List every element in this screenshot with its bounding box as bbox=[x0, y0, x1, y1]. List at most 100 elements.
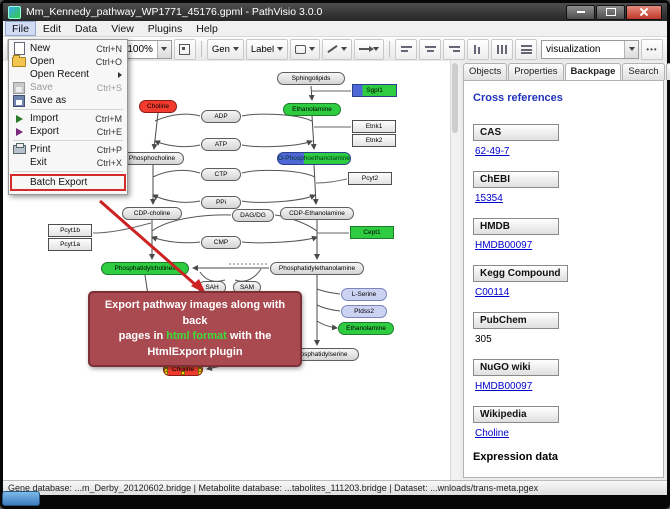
menu-plugins[interactable]: Plugins bbox=[147, 23, 183, 35]
pathway-node-ptdss2[interactable]: Ptdss2 bbox=[341, 305, 387, 318]
file-menu-exit[interactable]: Exit Ctrl+X bbox=[10, 156, 126, 169]
pathway-node-phosphatidylcholines[interactable]: Phosphatidylcholines bbox=[101, 262, 189, 275]
printer-icon bbox=[12, 143, 26, 154]
pathway-node-etnk2[interactable]: Etnk2 bbox=[352, 134, 396, 147]
file-menu-open[interactable]: Open Ctrl+O bbox=[10, 54, 126, 68]
tab-search[interactable]: Search bbox=[622, 63, 665, 80]
xref-link[interactable]: 62-49-7 bbox=[475, 146, 510, 157]
file-menu-import[interactable]: Import Ctrl+M bbox=[10, 112, 126, 125]
pathway-node-cdp-ethanolamine[interactable]: CDP-Ethanolamine bbox=[280, 207, 354, 220]
zoom-dropdown-button[interactable] bbox=[156, 40, 171, 58]
align-left-button[interactable] bbox=[395, 38, 418, 60]
pathway-node-sphingolipids[interactable]: Sphingolipids bbox=[277, 72, 345, 85]
xref-source-header[interactable]: HMDB bbox=[473, 218, 559, 235]
xref-source-header[interactable]: Kegg Compound bbox=[473, 265, 568, 282]
pathway-node-ctp[interactable]: CTP bbox=[201, 168, 241, 181]
pathway-node-pcyt1b[interactable]: Pcyt1b bbox=[48, 224, 92, 237]
pathway-node-phosphatidylethanolamine[interactable]: Phosphatidylethanolamine bbox=[270, 262, 364, 275]
xref-link[interactable]: 15354 bbox=[475, 193, 503, 204]
annotation-line3: HtmlExport plugin bbox=[147, 345, 243, 358]
xref-source-header[interactable]: CAS bbox=[473, 124, 559, 141]
visualization-options-button[interactable]: ••• bbox=[641, 38, 663, 60]
pathway-node-pcyt1a[interactable]: Pcyt1a bbox=[48, 238, 92, 251]
pathway-node-cmp[interactable]: CMP bbox=[201, 236, 241, 249]
new-datanode-dropdown[interactable]: Gen bbox=[206, 38, 244, 60]
pathway-node-ethanolamine[interactable]: Ethanolamine bbox=[338, 322, 394, 335]
save-disk-icon bbox=[13, 81, 25, 94]
align-center-button[interactable] bbox=[419, 38, 442, 60]
menu-help[interactable]: Help bbox=[196, 23, 218, 35]
pathway-node-ppi[interactable]: PPi bbox=[201, 196, 241, 209]
pathway-node-ethanolamine[interactable]: Ethanolamine bbox=[283, 103, 341, 116]
pathway-node-cdp-choline[interactable]: CDP-choline bbox=[122, 207, 182, 220]
menu-edit[interactable]: Edit bbox=[42, 23, 62, 35]
status-text: Gene database: ...m_Derby_20120602.bridg… bbox=[8, 483, 539, 493]
pathway-node-phosphocholine[interactable]: Phosphocholine bbox=[120, 152, 184, 165]
align-right-button[interactable] bbox=[443, 38, 466, 60]
menu-view[interactable]: View bbox=[111, 23, 134, 35]
tab-objects[interactable]: Objects bbox=[463, 63, 508, 80]
pathway-node-cept1[interactable]: Cept1 bbox=[350, 226, 394, 239]
align-top-button[interactable] bbox=[467, 38, 490, 60]
new-shape-dropdown[interactable] bbox=[290, 38, 321, 60]
file-menu-new[interactable]: New Ctrl+N bbox=[10, 42, 126, 55]
tab-backpage[interactable]: Backpage bbox=[564, 63, 622, 80]
title-bar[interactable]: Mm_Kennedy_pathway_WP1771_45176.gpml - P… bbox=[3, 3, 667, 21]
maximize-button[interactable] bbox=[596, 4, 625, 20]
chevron-down-icon bbox=[341, 47, 348, 51]
close-button[interactable] bbox=[626, 4, 662, 20]
selection-handle[interactable] bbox=[164, 371, 168, 375]
pathway-node-l-serine[interactable]: L-Serine bbox=[341, 288, 387, 301]
xref-source-header[interactable]: Wikipedia bbox=[473, 406, 559, 423]
menu-separator bbox=[13, 109, 123, 110]
selection-handle[interactable] bbox=[181, 371, 185, 375]
chevron-down-icon bbox=[373, 47, 380, 51]
visualization-combobox[interactable]: visualization bbox=[541, 39, 639, 59]
distribute-vertical-button[interactable] bbox=[515, 38, 538, 60]
pathway-node-atp[interactable]: ATP bbox=[201, 138, 241, 151]
pathway-node-choline[interactable]: Choline bbox=[139, 100, 177, 113]
menu-data[interactable]: Data bbox=[75, 23, 98, 35]
file-menu-batch-export[interactable]: Batch Export bbox=[10, 174, 126, 191]
file-menu-export[interactable]: Export Ctrl+E bbox=[10, 125, 126, 138]
pathway-node-pcyt2[interactable]: Pcyt2 bbox=[348, 172, 392, 185]
selection-handle[interactable] bbox=[164, 367, 168, 372]
xref-source-header[interactable]: NuGO wiki bbox=[473, 359, 559, 376]
file-menu-save[interactable]: Save Ctrl+S bbox=[10, 81, 126, 94]
selection-handle[interactable] bbox=[198, 371, 202, 375]
xref-link[interactable]: C00114 bbox=[475, 287, 510, 298]
new-label-dropdown[interactable]: Label bbox=[245, 38, 289, 60]
xref-source-header[interactable]: ChEBI bbox=[473, 171, 559, 188]
menu-item-label: Export bbox=[30, 126, 59, 137]
file-menu-open-recent[interactable]: Open Recent bbox=[10, 68, 126, 81]
minimize-button[interactable] bbox=[566, 4, 595, 20]
canvas-vertical-scrollbar[interactable] bbox=[450, 61, 460, 481]
zoom-to-fit-button[interactable] bbox=[173, 38, 196, 60]
xref-link[interactable]: HMDB00097 bbox=[475, 381, 533, 392]
pathway-node-o-phosphoethanolamine[interactable]: O-Phosphoethanolamine bbox=[277, 152, 351, 165]
distribute-horizontal-button[interactable] bbox=[491, 38, 514, 60]
file-menu-print[interactable]: Print Ctrl+P bbox=[10, 143, 126, 156]
pathway-node-sgpl1[interactable]: Sgpl1 bbox=[352, 84, 397, 97]
file-menu-save-as[interactable]: Save as bbox=[10, 94, 126, 107]
visualization-value: visualization bbox=[546, 43, 601, 55]
tab-legend[interactable]: Legend bbox=[665, 63, 670, 80]
xref-source-header[interactable]: PubChem bbox=[473, 312, 559, 329]
pathway-node-dag-dg[interactable]: DAG/DG bbox=[232, 209, 274, 222]
menu-file[interactable]: File bbox=[5, 21, 36, 36]
status-bar: Gene database: ...m_Derby_20120602.bridg… bbox=[3, 480, 667, 495]
zoom-combobox[interactable]: 100% bbox=[122, 39, 172, 59]
export-icon bbox=[15, 127, 23, 136]
new-line-dropdown[interactable] bbox=[322, 38, 353, 60]
new-arrow-dropdown[interactable] bbox=[354, 38, 385, 60]
chevron-down-icon bbox=[277, 47, 284, 51]
menu-item-label: Open bbox=[30, 56, 55, 67]
visualization-dropdown-button[interactable] bbox=[624, 40, 638, 58]
pathway-node-etnk1[interactable]: Etnk1 bbox=[352, 120, 396, 133]
xref-link[interactable]: Choline bbox=[475, 428, 509, 439]
menu-item-label: Batch Export bbox=[30, 177, 88, 188]
scrollbar-thumb[interactable] bbox=[452, 63, 458, 133]
tab-properties[interactable]: Properties bbox=[508, 63, 564, 80]
xref-link[interactable]: HMDB00097 bbox=[475, 240, 533, 251]
pathway-node-adp[interactable]: ADP bbox=[201, 110, 241, 123]
